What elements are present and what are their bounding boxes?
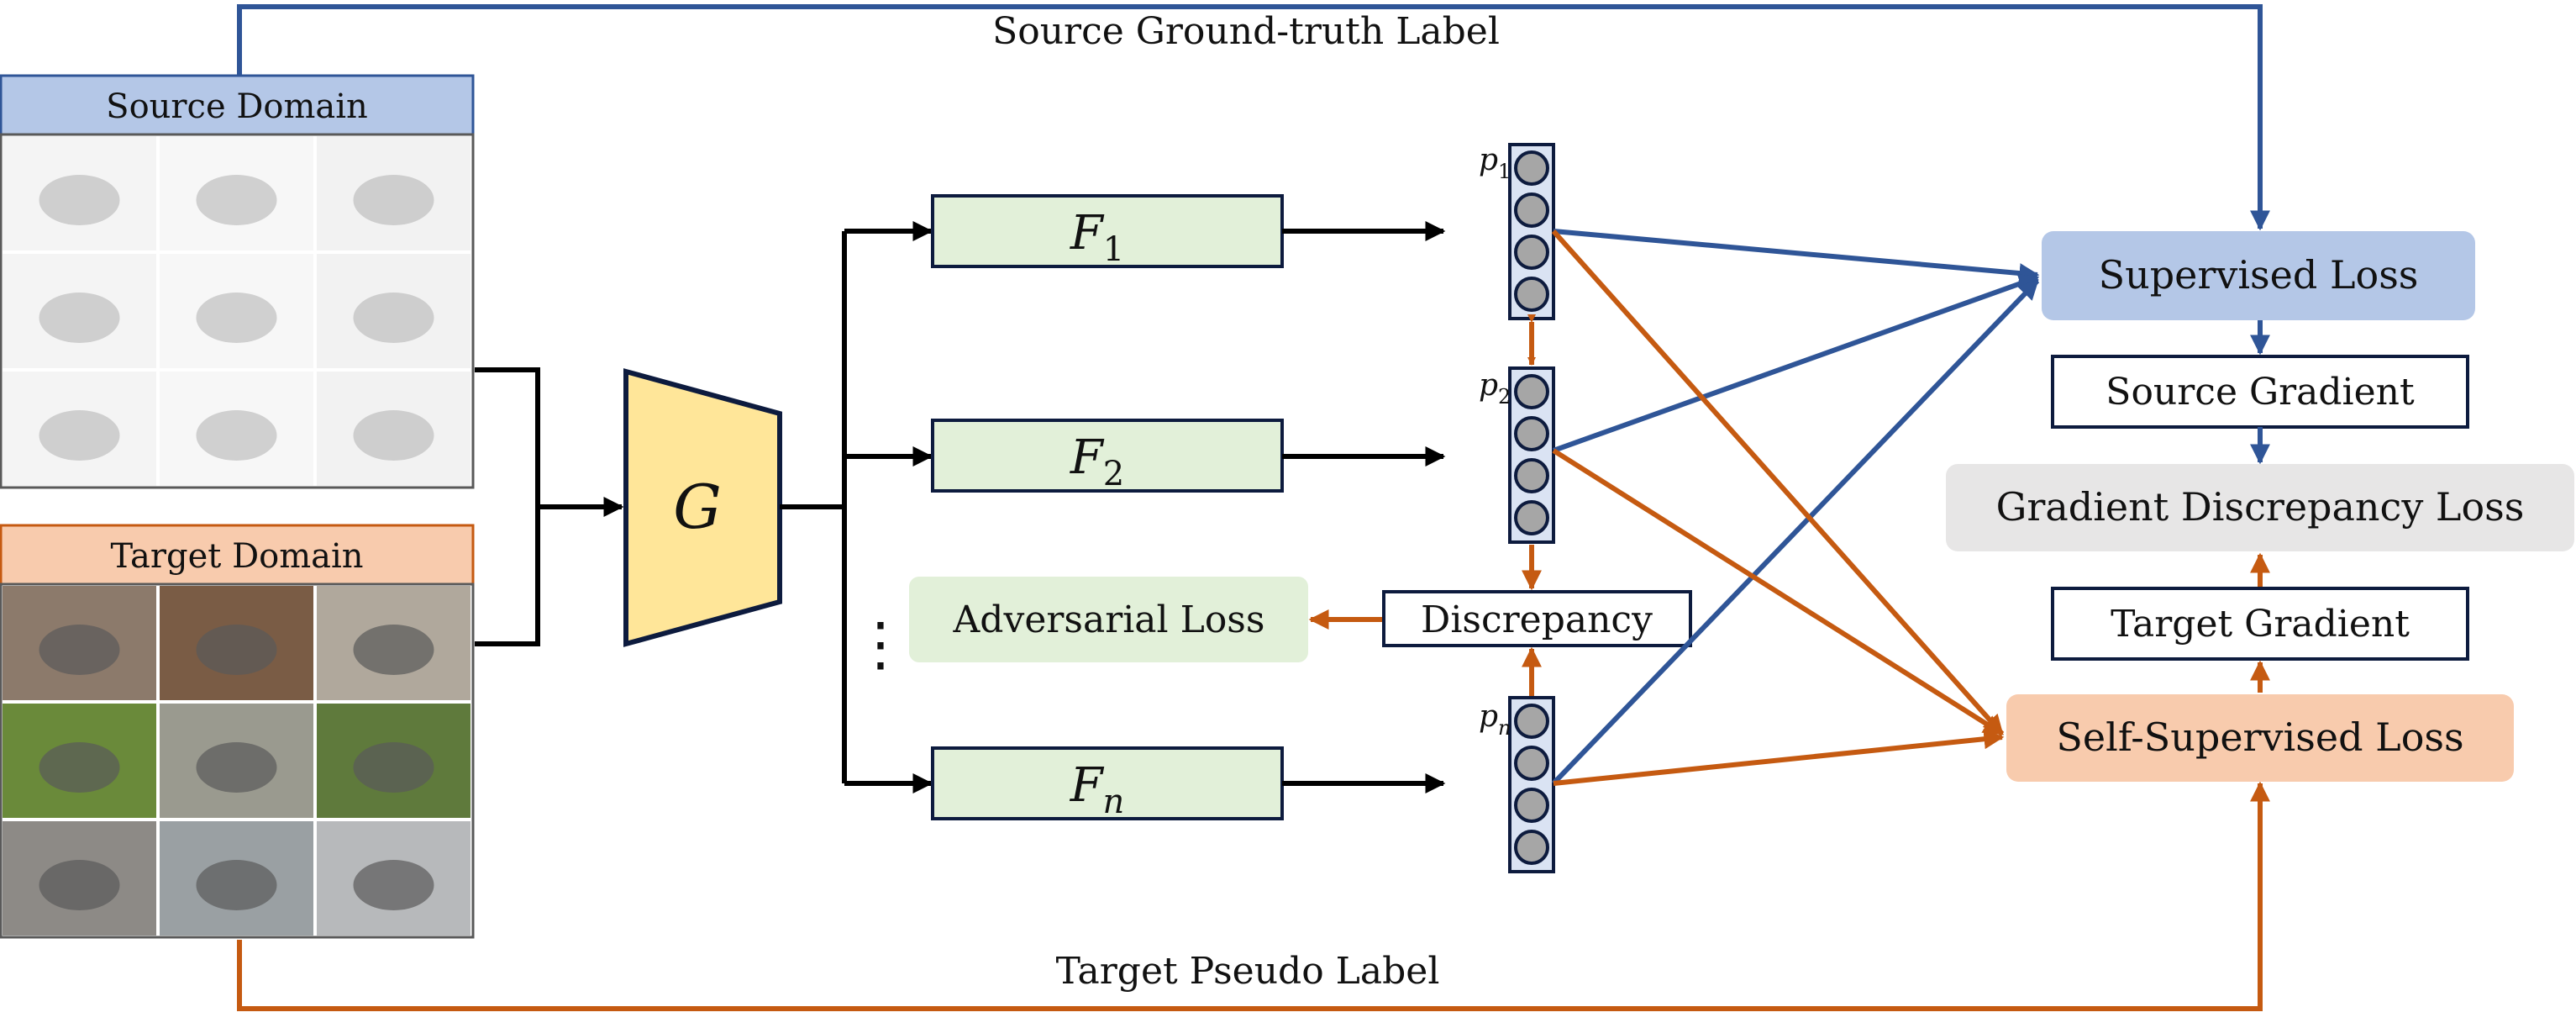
classifier-f1-name: F: [1070, 206, 1105, 261]
target-gradient-label: Target Gradient: [2111, 603, 2410, 646]
source-image-grid: [3, 136, 471, 486]
svg-text:p1: p1: [1479, 143, 1511, 183]
prediction-node: [1514, 150, 1549, 186]
target-gradient-box: Target Gradient: [2051, 587, 2469, 661]
prediction-node: [1514, 704, 1549, 739]
classifier-to-prediction-arrows: [1282, 221, 1446, 793]
prediction-node: [1514, 746, 1549, 781]
adversarial-loss-label: Adversarial Loss: [953, 598, 1265, 641]
airplane-silhouette: [39, 175, 120, 225]
horse-silhouette: [196, 625, 277, 675]
skateboard-silhouette: [39, 860, 120, 910]
motorcycle-silhouette: [39, 742, 120, 793]
source-label-route: [237, 4, 2270, 231]
classifier-fn-name: F: [1070, 758, 1105, 813]
target-label-route: [237, 781, 2270, 1011]
source-gradient-label: Source Gradient: [2105, 371, 2415, 414]
person-silhouette: [196, 293, 277, 343]
adversarial-loss-box: Adversarial Loss: [909, 577, 1308, 662]
target-image-grid: [3, 586, 471, 936]
prediction-pn-sub: n: [1498, 716, 1511, 740]
gradient-discrepancy-loss-label: Gradient Discrepancy Loss: [1996, 484, 2525, 530]
horse-silhouette: [196, 175, 277, 225]
person-silhouette: [196, 742, 277, 793]
motorcycle-silhouette: [39, 293, 120, 343]
generator-label: G: [673, 472, 722, 542]
self-supervised-loss-label: Self-Supervised Loss: [2056, 714, 2463, 760]
prediction-node: [1514, 416, 1549, 451]
skateboard-silhouette: [39, 410, 120, 461]
airplane-silhouette: [39, 625, 120, 675]
prediction-node: [1514, 500, 1549, 535]
truck-silhouette: [353, 410, 434, 461]
svg-text:p2: p2: [1479, 368, 1511, 409]
supervised-loss-box: Supervised Loss: [2042, 231, 2475, 320]
prediction-node: [1514, 788, 1549, 823]
prediction-node: [1514, 192, 1549, 228]
knife-silhouette: [353, 625, 434, 675]
source-gt-label: Source Ground-truth Label: [992, 10, 1500, 53]
prediction-p2-name: p: [1479, 368, 1498, 403]
target-pseudo-label: Target Pseudo Label: [1056, 950, 1440, 993]
prediction-node: [1514, 830, 1549, 865]
target-domain-title: Target Domain: [110, 537, 363, 576]
train-silhouette: [196, 860, 277, 910]
prediction-node: [1514, 277, 1549, 312]
prediction-p1: p1: [1479, 143, 1555, 320]
input-to-generator-arrow: [475, 367, 624, 646]
classifier-f2: F2: [931, 419, 1284, 493]
source-domain-title: Source Domain: [106, 87, 368, 126]
prediction-node: [1514, 374, 1549, 409]
prediction-pn: pn: [1479, 696, 1555, 873]
classifier-f2-sub: 2: [1103, 455, 1124, 493]
svg-text:Fn: Fn: [1070, 758, 1125, 821]
classifier-f2-name: F: [1070, 430, 1105, 485]
svg-text:F2: F2: [1070, 430, 1124, 493]
classifier-ellipsis: ⋮: [851, 609, 910, 678]
prediction-node: [1514, 235, 1549, 270]
prediction-p1-sub: 1: [1498, 160, 1511, 183]
plant-silhouette: [353, 742, 434, 793]
prediction-p1-name: p: [1479, 143, 1498, 177]
source-gradient-box: Source Gradient: [2051, 355, 2469, 429]
classifier-fn-sub: n: [1103, 783, 1125, 821]
supervised-loss-label: Supervised Loss: [2099, 252, 2419, 298]
prediction-p2: p2: [1479, 366, 1555, 544]
prediction-p2-sub: 2: [1498, 385, 1511, 409]
classifier-f1: F1: [931, 194, 1284, 269]
knife-silhouette: [353, 175, 434, 225]
truck-silhouette: [353, 860, 434, 910]
classifier-f1-sub: 1: [1103, 230, 1124, 269]
prediction-to-loss-arrows: [1551, 229, 2040, 786]
generator-block: G: [623, 368, 782, 647]
plant-silhouette: [353, 293, 434, 343]
prediction-node: [1514, 458, 1549, 493]
svg-text:F1: F1: [1070, 206, 1124, 269]
generator-to-classifiers-arrows: [780, 221, 933, 793]
source-domain-panel: Source Domain: [0, 74, 475, 489]
gradient-discrepancy-loss-box: Gradient Discrepancy Loss: [1946, 464, 2574, 551]
discrepancy-box: Discrepancy: [1382, 590, 1692, 647]
target-domain-panel: Target Domain: [0, 524, 475, 939]
self-supervised-loss-box: Self-Supervised Loss: [2006, 694, 2514, 782]
classifier-fn: Fn: [931, 746, 1284, 821]
prediction-pn-name: p: [1479, 699, 1498, 734]
svg-text:pn: pn: [1479, 699, 1511, 740]
discrepancy-label: Discrepancy: [1421, 598, 1653, 641]
train-silhouette: [196, 410, 277, 461]
